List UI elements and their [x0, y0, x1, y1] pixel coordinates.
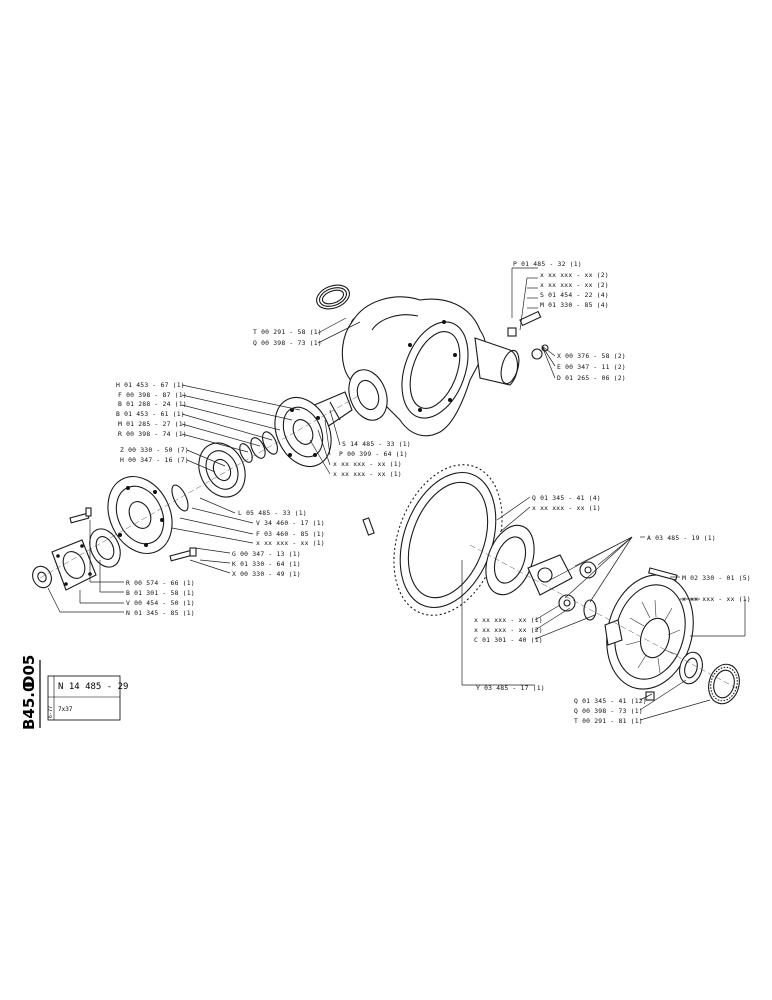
left-bolts	[69, 507, 375, 562]
brake-drum	[198, 442, 246, 498]
part-label: S 14 485 - 33 (1)	[342, 440, 411, 448]
part-label: M 01 330 - 85 (4)	[540, 301, 609, 309]
shaft-rings	[239, 431, 278, 463]
part-label: Q 01 345 - 41 (12)	[574, 697, 647, 705]
part-label: x xx xxx - xx (1)	[333, 460, 402, 468]
part-label: R 00 398 - 74 (1)	[118, 430, 187, 438]
part-label: V 34 460 - 17 (1)	[256, 519, 325, 527]
part-label: C 01 301 - 40 (1)	[474, 636, 543, 644]
part-label: P 01 485 - 32 (1)	[513, 260, 582, 268]
axle-housing	[341, 296, 520, 437]
part-label: R 00 574 - 66 (1)	[126, 579, 195, 587]
part-label: M 01 285 - 27 (1)	[118, 420, 187, 428]
leader-lines	[47, 267, 746, 721]
part-label: V 00 454 - 50 (1)	[126, 599, 195, 607]
part-label: x xx xxx - xx (2)	[540, 271, 609, 279]
part-label: X 00 330 - 49 (1)	[232, 570, 301, 578]
part-label: E 00 347 - 11 (2)	[557, 363, 626, 371]
part-label: B 01 288 - 24 (1)	[118, 400, 187, 408]
part-label: T 00 291 - 58 (1)	[253, 328, 322, 336]
side-code-top: D05	[20, 655, 38, 688]
side-code-bottom: B45.0	[20, 682, 38, 730]
part-labels: P 01 485 - 32 (1) x xx xxx - xx (2) x xx…	[116, 260, 751, 725]
small-note: 6-77	[48, 706, 54, 718]
part-label: L 05 485 - 33 (1)	[238, 509, 307, 517]
end-flange	[51, 539, 97, 591]
part-label: B 01 301 - 58 (1)	[126, 589, 195, 597]
carrier-nut	[645, 691, 655, 701]
part-label: D 01 265 - 06 (2)	[557, 374, 626, 382]
differential-carrier	[485, 524, 597, 621]
part-label: x xx xxx - xx (2)	[540, 281, 609, 289]
part-label: F 00 398 - 87 (1)	[118, 391, 187, 399]
drawing-parts	[32, 284, 741, 705]
part-label: S 01 454 - 22 (4)	[540, 291, 609, 299]
part-label: x xx xxx - xx (1)	[474, 616, 543, 624]
part-label: N 01 345 - 85 (1)	[126, 609, 195, 617]
part-label: H 01 453 - 67 (1)	[116, 381, 185, 389]
outer-bearing	[89, 528, 121, 568]
part-label: Y 03 485 - 17 (1)	[476, 684, 545, 692]
part-label: Q 01 345 - 41 (4)	[532, 494, 601, 502]
ratio-label: 7x37	[58, 706, 73, 713]
part-label: Q 00 398 - 73 (1)	[253, 339, 322, 347]
part-label: B 01 453 - 61 (1)	[116, 410, 185, 418]
part-label: x xx xxx - xx (1)	[682, 595, 751, 603]
drawing-number: N 14 485 - 29	[58, 682, 128, 692]
part-label: x xx xxx - xx (1)	[532, 504, 601, 512]
part-label: P 00 399 - 64 (1)	[339, 450, 408, 458]
part-label: A 03 485 - 19 (1)	[647, 534, 716, 542]
part-label: G 00 347 - 13 (1)	[232, 550, 301, 558]
right-bolt	[648, 567, 678, 581]
part-label: Z 00 330 - 50 (7)	[120, 446, 189, 454]
part-label: x xx xxx - xx (1)	[333, 470, 402, 478]
part-label: F 03 460 - 85 (1)	[256, 530, 325, 538]
part-label: x xx xxx - xx (2)	[474, 626, 543, 634]
part-label: H 00 347 - 16 (7)	[120, 456, 189, 464]
part-label: x xx xxx - xx (1)	[256, 539, 325, 547]
title-block: N 14 485 - 29 7x37 6-77 D05 B45.0	[20, 655, 128, 730]
part-label: T 00 291 - 81 (1)	[574, 717, 643, 725]
top-seal-ring	[316, 284, 350, 310]
part-label: Q 00 398 - 73 (1)	[574, 707, 643, 715]
wheel-hub	[107, 476, 189, 554]
top-right-bolts	[507, 310, 549, 360]
part-label: K 01 330 - 64 (1)	[232, 560, 301, 568]
part-label: X 00 376 - 58 (2)	[557, 352, 626, 360]
center-lines	[39, 394, 741, 691]
part-label: M 02 330 - 01 (5)	[682, 574, 751, 582]
right-bearings	[679, 651, 740, 705]
